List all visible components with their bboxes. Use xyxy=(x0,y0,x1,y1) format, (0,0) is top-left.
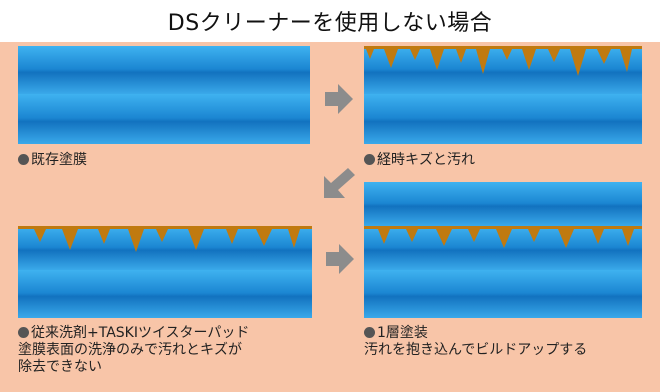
arrow-right-icon xyxy=(326,244,354,274)
existing-coating-caption: 既存塗膜 xyxy=(18,152,87,169)
bullet-icon xyxy=(364,154,375,165)
dirt-scratch-layer xyxy=(364,46,642,76)
conventional-cleaning-caption: 従来洗剤+TASKIツイスターパッド 塗膜表面の洗浄のみで汚れとキズが 除去でき… xyxy=(18,325,250,375)
recoat-buildup-panel xyxy=(364,182,642,318)
existing-coating-panel xyxy=(18,46,310,144)
conventional-cleaning-panel xyxy=(18,226,312,318)
arrow-down-left-icon xyxy=(324,168,355,198)
recoat-buildup-caption: 1層塗装 汚れを抱き込んでビルドアップする xyxy=(364,325,588,358)
bullet-icon xyxy=(18,327,29,338)
diagram-title: DSクリーナーを使用しない場合 xyxy=(167,11,493,36)
bullet-icon xyxy=(18,154,29,165)
title-bar: DSクリーナーを使用しない場合 xyxy=(0,0,660,42)
dirt-scratch-layer xyxy=(364,226,642,248)
scratched-coating-caption: 経時キズと汚れ xyxy=(364,152,475,169)
scratched-coating-panel xyxy=(364,46,642,144)
arrow-right-icon xyxy=(325,84,353,114)
dirt-scratch-layer xyxy=(18,226,312,252)
bullet-icon xyxy=(364,327,375,338)
